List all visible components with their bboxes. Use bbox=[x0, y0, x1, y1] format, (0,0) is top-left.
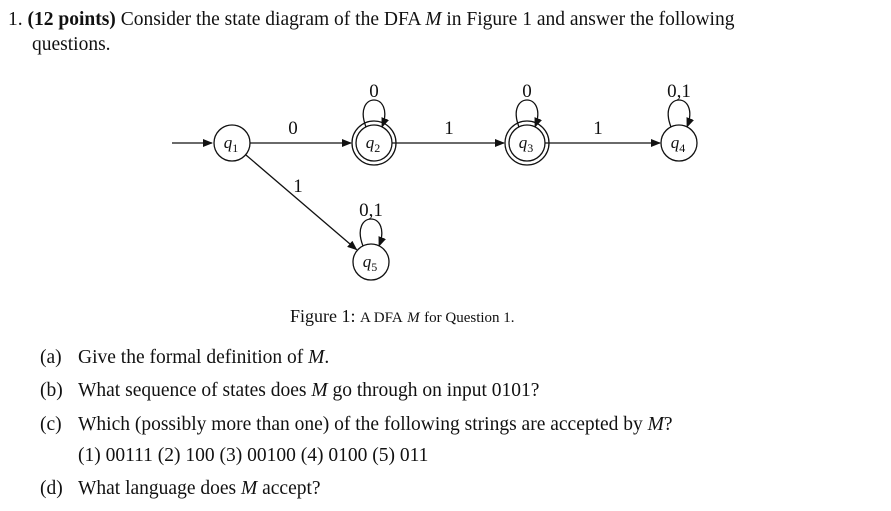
part-d-text-post: accept? bbox=[262, 478, 321, 499]
state-q1-circle bbox=[213, 124, 251, 162]
transition-q2-q2-loop bbox=[362, 99, 389, 128]
transition-labels-layer: 0 1 0 1 0 1 0,1 0,1 bbox=[288, 81, 691, 221]
transition-q5-q5-loop bbox=[359, 218, 386, 247]
part-c-machine-symbol: M bbox=[647, 414, 664, 435]
transition-q1-q5-arrow bbox=[245, 154, 358, 251]
part-a-text-pre: Give the formal definition of bbox=[78, 347, 304, 368]
part-d-label: (d) bbox=[40, 478, 63, 499]
transition-q2-q2-label: 0 bbox=[369, 81, 379, 102]
part-b-text-pre: What sequence of states does bbox=[78, 380, 307, 401]
caption-figure-label: Figure 1: bbox=[290, 306, 356, 326]
part-b: (b) What sequence of states does M go thr… bbox=[40, 380, 539, 402]
question-line-2-text: questions. bbox=[32, 34, 111, 55]
state-q2-circle bbox=[355, 124, 393, 162]
question-number: 1. bbox=[8, 9, 23, 30]
caption-text-post: for Question 1. bbox=[424, 310, 515, 326]
transition-q3-q3-label: 0 bbox=[522, 81, 532, 102]
part-a: (a) Give the formal definition of M. bbox=[40, 347, 329, 369]
question-machine-symbol: M bbox=[425, 9, 442, 30]
part-c-options: (1) 00111 (2) 100 (3) 00100 (4) 0100 (5)… bbox=[78, 445, 429, 466]
part-a-machine-symbol: M bbox=[308, 347, 325, 368]
transition-q3-q3-loop bbox=[515, 99, 542, 128]
state-q4: q4 bbox=[660, 124, 698, 162]
caption-machine-symbol: M bbox=[407, 310, 420, 326]
transition-q4-q4-loop bbox=[667, 99, 694, 128]
question-points: (12 points) bbox=[27, 9, 116, 30]
transition-q5-q5-label: 0,1 bbox=[359, 200, 383, 221]
dfa-state-diagram: q1 q2 q3 q4 q5 0 1 0 1 0 1 0,1 0,1 bbox=[172, 81, 698, 281]
question-line-1: 1. (12 points) Consider the state diagra… bbox=[8, 8, 734, 32]
state-q3-circle bbox=[508, 124, 546, 162]
state-q2-accept-ring bbox=[351, 120, 397, 166]
transitions-layer bbox=[172, 99, 694, 251]
part-c: (c) Which (possibly more than one) of the… bbox=[40, 414, 673, 436]
transition-q1-q5-label: 1 bbox=[293, 176, 303, 197]
part-a-label: (a) bbox=[40, 347, 62, 368]
caption-text-pre: A DFA bbox=[360, 310, 403, 326]
state-q5: q5 bbox=[352, 243, 390, 281]
transition-q4-q4-label: 0,1 bbox=[667, 81, 691, 102]
part-c-label: (c) bbox=[40, 414, 62, 435]
figure-caption: Figure 1: A DFA M for Question 1. bbox=[290, 306, 515, 327]
transition-q3-q4-label: 1 bbox=[593, 118, 603, 139]
state-q3-accept-ring bbox=[504, 120, 550, 166]
question-line-2: questions. bbox=[32, 33, 111, 57]
part-d-machine-symbol: M bbox=[240, 478, 258, 499]
question-text-pre: Consider the state diagram of the DFA bbox=[120, 9, 421, 30]
state-q3: q3 bbox=[504, 120, 550, 166]
transition-q1-q2-label: 0 bbox=[288, 118, 298, 139]
state-q5-circle bbox=[352, 243, 390, 281]
question-text-post: in Figure 1 and answer the following bbox=[446, 9, 735, 30]
part-d: (d) What language does M accept? bbox=[40, 478, 321, 500]
transition-q2-q3-label: 1 bbox=[444, 118, 454, 139]
state-q4-circle bbox=[660, 124, 698, 162]
part-b-label: (b) bbox=[40, 380, 63, 401]
part-c-text-post: ? bbox=[663, 414, 673, 435]
part-b-machine-symbol: M bbox=[311, 380, 328, 401]
part-b-text-post: go through on input 0101? bbox=[332, 380, 540, 401]
part-d-text-pre: What language does bbox=[78, 478, 237, 499]
state-q1: q1 bbox=[213, 124, 251, 162]
states-layer: q1 q2 q3 q4 q5 bbox=[213, 120, 698, 281]
part-a-text-post: . bbox=[324, 347, 330, 368]
state-q2: q2 bbox=[351, 120, 397, 166]
part-c-text-pre: Which (possibly more than one) of the fo… bbox=[78, 414, 643, 435]
